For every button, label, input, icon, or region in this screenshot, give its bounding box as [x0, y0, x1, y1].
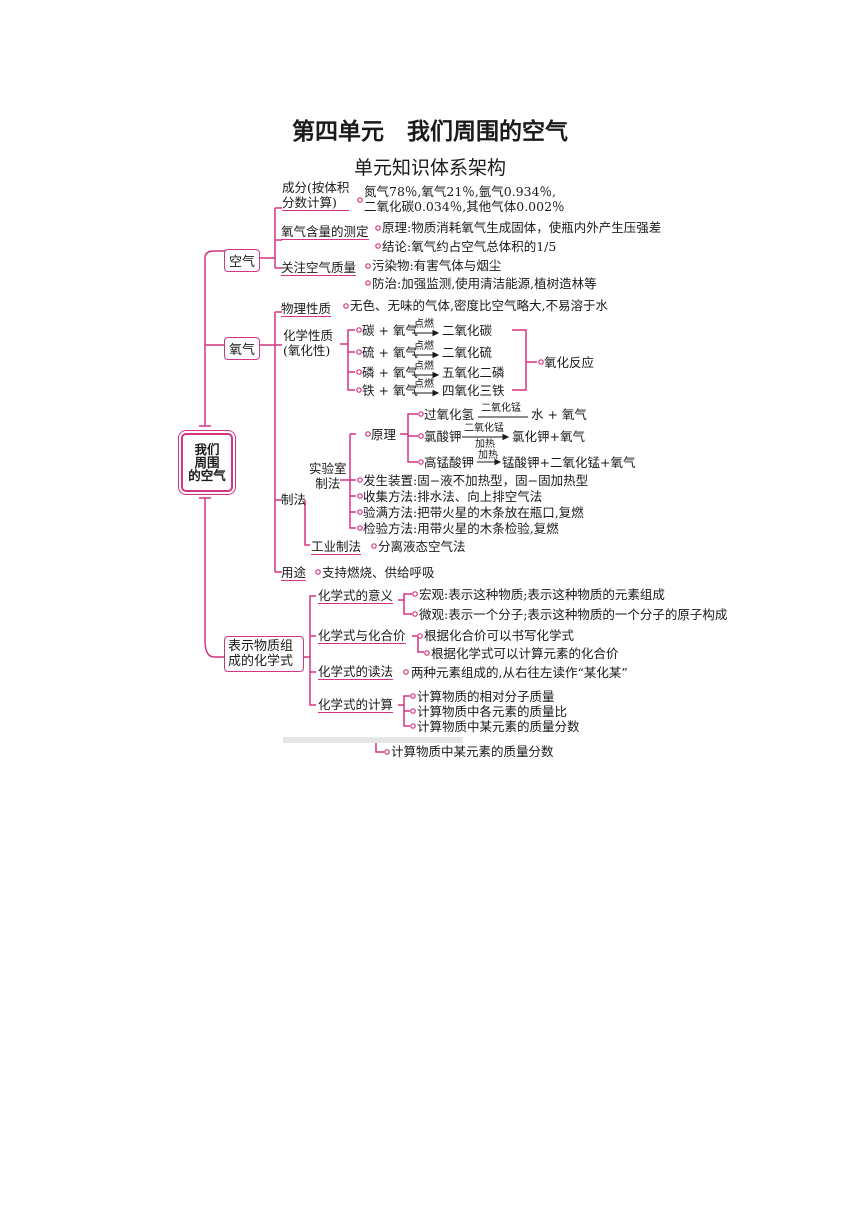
lab-reaction-1-condition: 二氧化锰	[481, 403, 521, 414]
lab-reaction-2-reactant: 氯酸钾	[424, 429, 462, 444]
chemical-property-label: 化学性质 (氧化性)	[283, 328, 333, 358]
lab-item-test: 检验方法:用带火星的木条检验,复燃	[363, 521, 559, 536]
formula-valence-text-2: 根据化学式可以计算元素的化合价	[431, 646, 619, 661]
lab-method-label: 实验室 制法	[309, 461, 347, 491]
chemical-property-line-1: 化学性质	[283, 328, 334, 343]
lab-reaction-2-condition-top: 二氧化锰	[464, 423, 504, 434]
uses-text: 支持燃烧、供给呼吸	[322, 565, 435, 580]
industrial-method-text: 分离液态空气法	[378, 539, 466, 554]
formula-valence-label: 化学式与化合价	[318, 628, 406, 644]
reaction-3-reactants: 磷 + 氧气	[362, 365, 418, 380]
prevention-text: 防治:加强监测,使用清洁能源,植树造林等	[372, 276, 597, 291]
formula-calc-item-1: 计算物质的相对分子质量	[417, 689, 555, 704]
formula-node-line-1: 表示物质组	[228, 639, 294, 654]
oxygen-node: 氧气	[224, 337, 261, 360]
lab-reaction-3-reactant: 高锰酸钾	[424, 455, 475, 470]
physical-property-text: 无色、无味的气体,密度比空气略大,不易溶于水	[350, 298, 608, 313]
formula-node-line-2: 成的化学式	[228, 654, 294, 669]
composition-label: 成分(按体积 分数计算)	[282, 180, 350, 211]
conclusion-text: 结论:氧气约占空气总体积的1/5	[382, 239, 557, 254]
formula-calc-item-3: 计算物质中某元素的质量分数	[417, 719, 580, 734]
reaction-3-condition: 点燃	[414, 361, 434, 372]
industrial-method-label: 工业制法	[311, 539, 362, 555]
oxidation-label: 氧化反应	[544, 355, 595, 370]
preparation-label: 制法	[281, 492, 307, 507]
root-line-2: 周围	[194, 455, 220, 470]
lab-principle-label: 原理	[371, 427, 397, 442]
reaction-2-product: 二氧化硫	[442, 345, 493, 360]
lab-item-full-check: 验满方法:把带火星的木条放在瓶口,复燃	[363, 505, 584, 520]
page-title: 第四单元 我们周围的空气	[292, 119, 568, 145]
lab-reaction-3-condition: 加热	[478, 450, 498, 461]
pollutants-text: 污染物:有害气体与烟尘	[372, 258, 502, 273]
formula-node: 表示物质组 成的化学式	[224, 636, 304, 672]
lab-reaction-3-product: 锰酸钾+二氧化锰+氧气	[502, 455, 636, 470]
lab-reaction-2-condition-bottom: 加热	[475, 439, 495, 450]
composition-text-1: 氮气78％,氧气21％,氩气0.934％,	[364, 184, 557, 199]
formula-valence-text-1: 根据化合价可以书写化学式	[424, 628, 575, 643]
lab-item-apparatus: 发生装置:固−液不加热型，固−固加热型	[363, 473, 589, 488]
chemical-property-line-2: (氧化性)	[283, 343, 331, 358]
lab-reaction-1-reactant: 过氧化氢	[424, 407, 475, 422]
formula-macro-text: 宏观:表示这种物质;表示这种物质的元素组成	[419, 587, 665, 602]
root-node: 我们 周围 的空气	[181, 433, 233, 492]
lab-reaction-2-product: 氯化钾+氧气	[512, 429, 585, 444]
formula-reading-text: 两种元素组成的,从右往左读作“某化某”	[411, 665, 628, 680]
composition-text-2: 二氧化碳0.034％,其他气体0.002％	[364, 199, 565, 214]
uses-label: 用途	[281, 565, 307, 581]
air-node: 空气	[224, 249, 261, 272]
formula-calc-item-2: 计算物质中各元素的质量比	[417, 704, 568, 719]
lab-method-line-1: 实验室	[309, 461, 347, 476]
lab-item-collection: 收集方法:排水法、向上排空气法	[363, 489, 543, 504]
page-subtitle: 单元知识体系架构	[353, 157, 506, 179]
reaction-4-reactants: 铁 + 氧气	[362, 383, 418, 398]
reaction-1-condition: 点燃	[414, 319, 434, 330]
reaction-2-condition: 点燃	[414, 341, 434, 352]
oxygen-content-label: 氧气含量的测定	[281, 224, 369, 240]
composition-label-line-1: 成分(按体积	[282, 180, 350, 195]
formula-calc-label: 化学式的计算	[318, 697, 394, 713]
reaction-1-reactants: 碳 + 氧气	[362, 323, 418, 338]
reaction-4-condition: 点燃	[414, 379, 434, 390]
formula-calc-extra: 计算物质中某元素的质量分数	[391, 744, 554, 759]
formula-micro-text: 微观:表示一个分子;表示这种物质的一个分子的原子构成	[419, 607, 728, 622]
lab-reaction-1-product: 水 + 氧气	[531, 407, 587, 422]
composition-label-line-2: 分数计算)	[282, 195, 337, 210]
lab-method-line-2: 制法	[315, 476, 341, 491]
principle-text: 原理:物质消耗氧气生成固体，使瓶内外产生压强差	[382, 220, 662, 235]
reaction-1-product: 二氧化碳	[442, 323, 493, 338]
root-line-3: 的空气	[188, 468, 226, 483]
formula-reading-label: 化学式的读法	[318, 664, 394, 680]
air-quality-label: 关注空气质量	[281, 260, 357, 276]
reaction-3-product: 五氧化二磷	[442, 365, 505, 380]
reaction-4-product: 四氧化三铁	[442, 383, 505, 398]
formula-meaning-label: 化学式的意义	[318, 588, 394, 604]
physical-property-label: 物理性质	[281, 301, 332, 317]
reaction-2-reactants: 硫 + 氧气	[362, 345, 418, 360]
root-line-1: 我们	[194, 442, 220, 457]
